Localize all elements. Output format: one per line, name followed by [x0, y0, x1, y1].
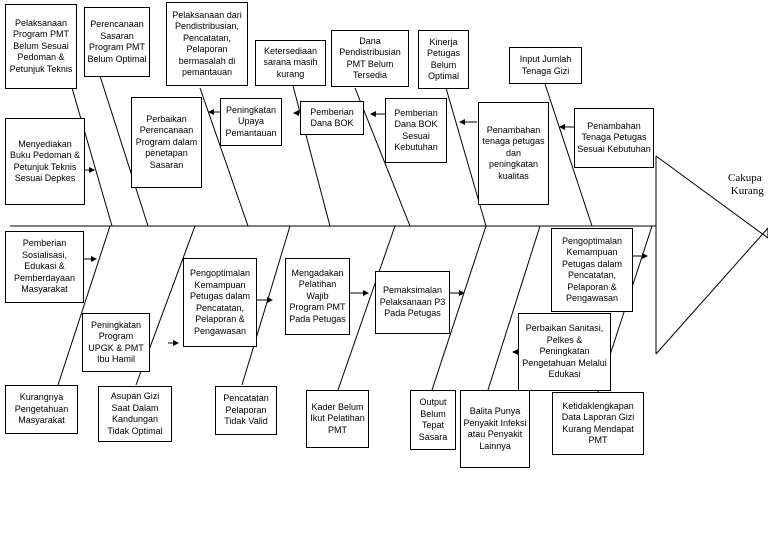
cause-box: Dana Pendistribusian PMT Belum Tersedia [331, 30, 409, 87]
solution-box: Pemberian Sosialisasi, Edukasi & Pemberd… [5, 231, 84, 303]
solution-box: Pemberian Dana BOK [300, 101, 364, 135]
solution-box: Perbaikan Sanitasi, Pelkes & Peningkatan… [518, 313, 611, 391]
cause-box: Kurangnya Pengetahuan Masyarakat [5, 385, 78, 434]
cause-box: Output Belum Tepat Sasara [410, 390, 456, 450]
cause-box: Pelaksanaan Program PMT Belum Sesuai Ped… [5, 4, 77, 89]
cause-box: Input Jumlah Tenaga Gizi [509, 47, 582, 84]
bone-upper-1 [71, 87, 113, 227]
effect-label: Cakupa Kurang [728, 172, 764, 197]
fish-head [655, 155, 768, 355]
cause-box: Kader Belum Ikut Pelatihan PMT [306, 390, 369, 448]
cause-box: Balita Punya Penyakit Infeksi atau Penya… [460, 390, 530, 468]
bone-lower-6 [487, 225, 541, 391]
bone-lower-3 [241, 225, 291, 386]
solution-box: Pemberian Dana BOK Sesuai Kebutuhan [385, 98, 447, 163]
bone-upper-7 [544, 83, 593, 227]
solution-box: Pengoptimalan Kemampuan Petugas dalam Pe… [551, 228, 633, 312]
cause-box: Asupan Gizi Saat Dalam Kandungan Tidak O… [98, 386, 172, 442]
solution-box: Penambahan Tenaga Petugas Sesuai Kebutuh… [574, 108, 654, 168]
solution-box: Perbaikan Perencanaan Program dalam pene… [131, 97, 202, 188]
cause-box: Kinerja Petugas Belum Optimal [418, 30, 469, 89]
cause-box: Ketersediaan sarana masih kurang [255, 40, 326, 86]
cause-box: Perencanaan Sasaran Program PMT Belum Op… [84, 7, 150, 77]
bone-upper-5 [354, 87, 411, 227]
bone-lower-4 [337, 225, 396, 391]
cause-box: Pencatatan Pelaporan Tidak Valid [215, 386, 277, 435]
cause-box: Ketidaklengkapan Data Laporan Gizi Kuran… [552, 392, 644, 455]
solution-box: Peningkatan Program UPGK & PMT Ibu Hamil [82, 313, 150, 372]
bone-lower-1 [57, 225, 111, 386]
bone-upper-2 [99, 75, 149, 227]
solution-box: Pemaksimalan Pelaksanaan P3 Pada Petugas [375, 271, 450, 334]
solution-box: Pengoptimalan Kemampuan Petugas dalam Pe… [183, 258, 257, 347]
bone-lower-5 [431, 225, 487, 391]
bone-upper-4 [291, 81, 331, 227]
solution-box: Menyediakan Buku Pedoman & Petunjuk Tekn… [5, 118, 85, 205]
solution-box: Mengadakan Pelatihan Wajib Program PMT P… [285, 258, 350, 335]
solution-box: Penambahan tenaga petugas dan peningkata… [478, 102, 549, 205]
cause-box: Pelaksanaan dari Pendistribusian, Pencat… [166, 2, 248, 86]
solution-box: Peningkatan Upaya Pemantauan [220, 98, 282, 146]
